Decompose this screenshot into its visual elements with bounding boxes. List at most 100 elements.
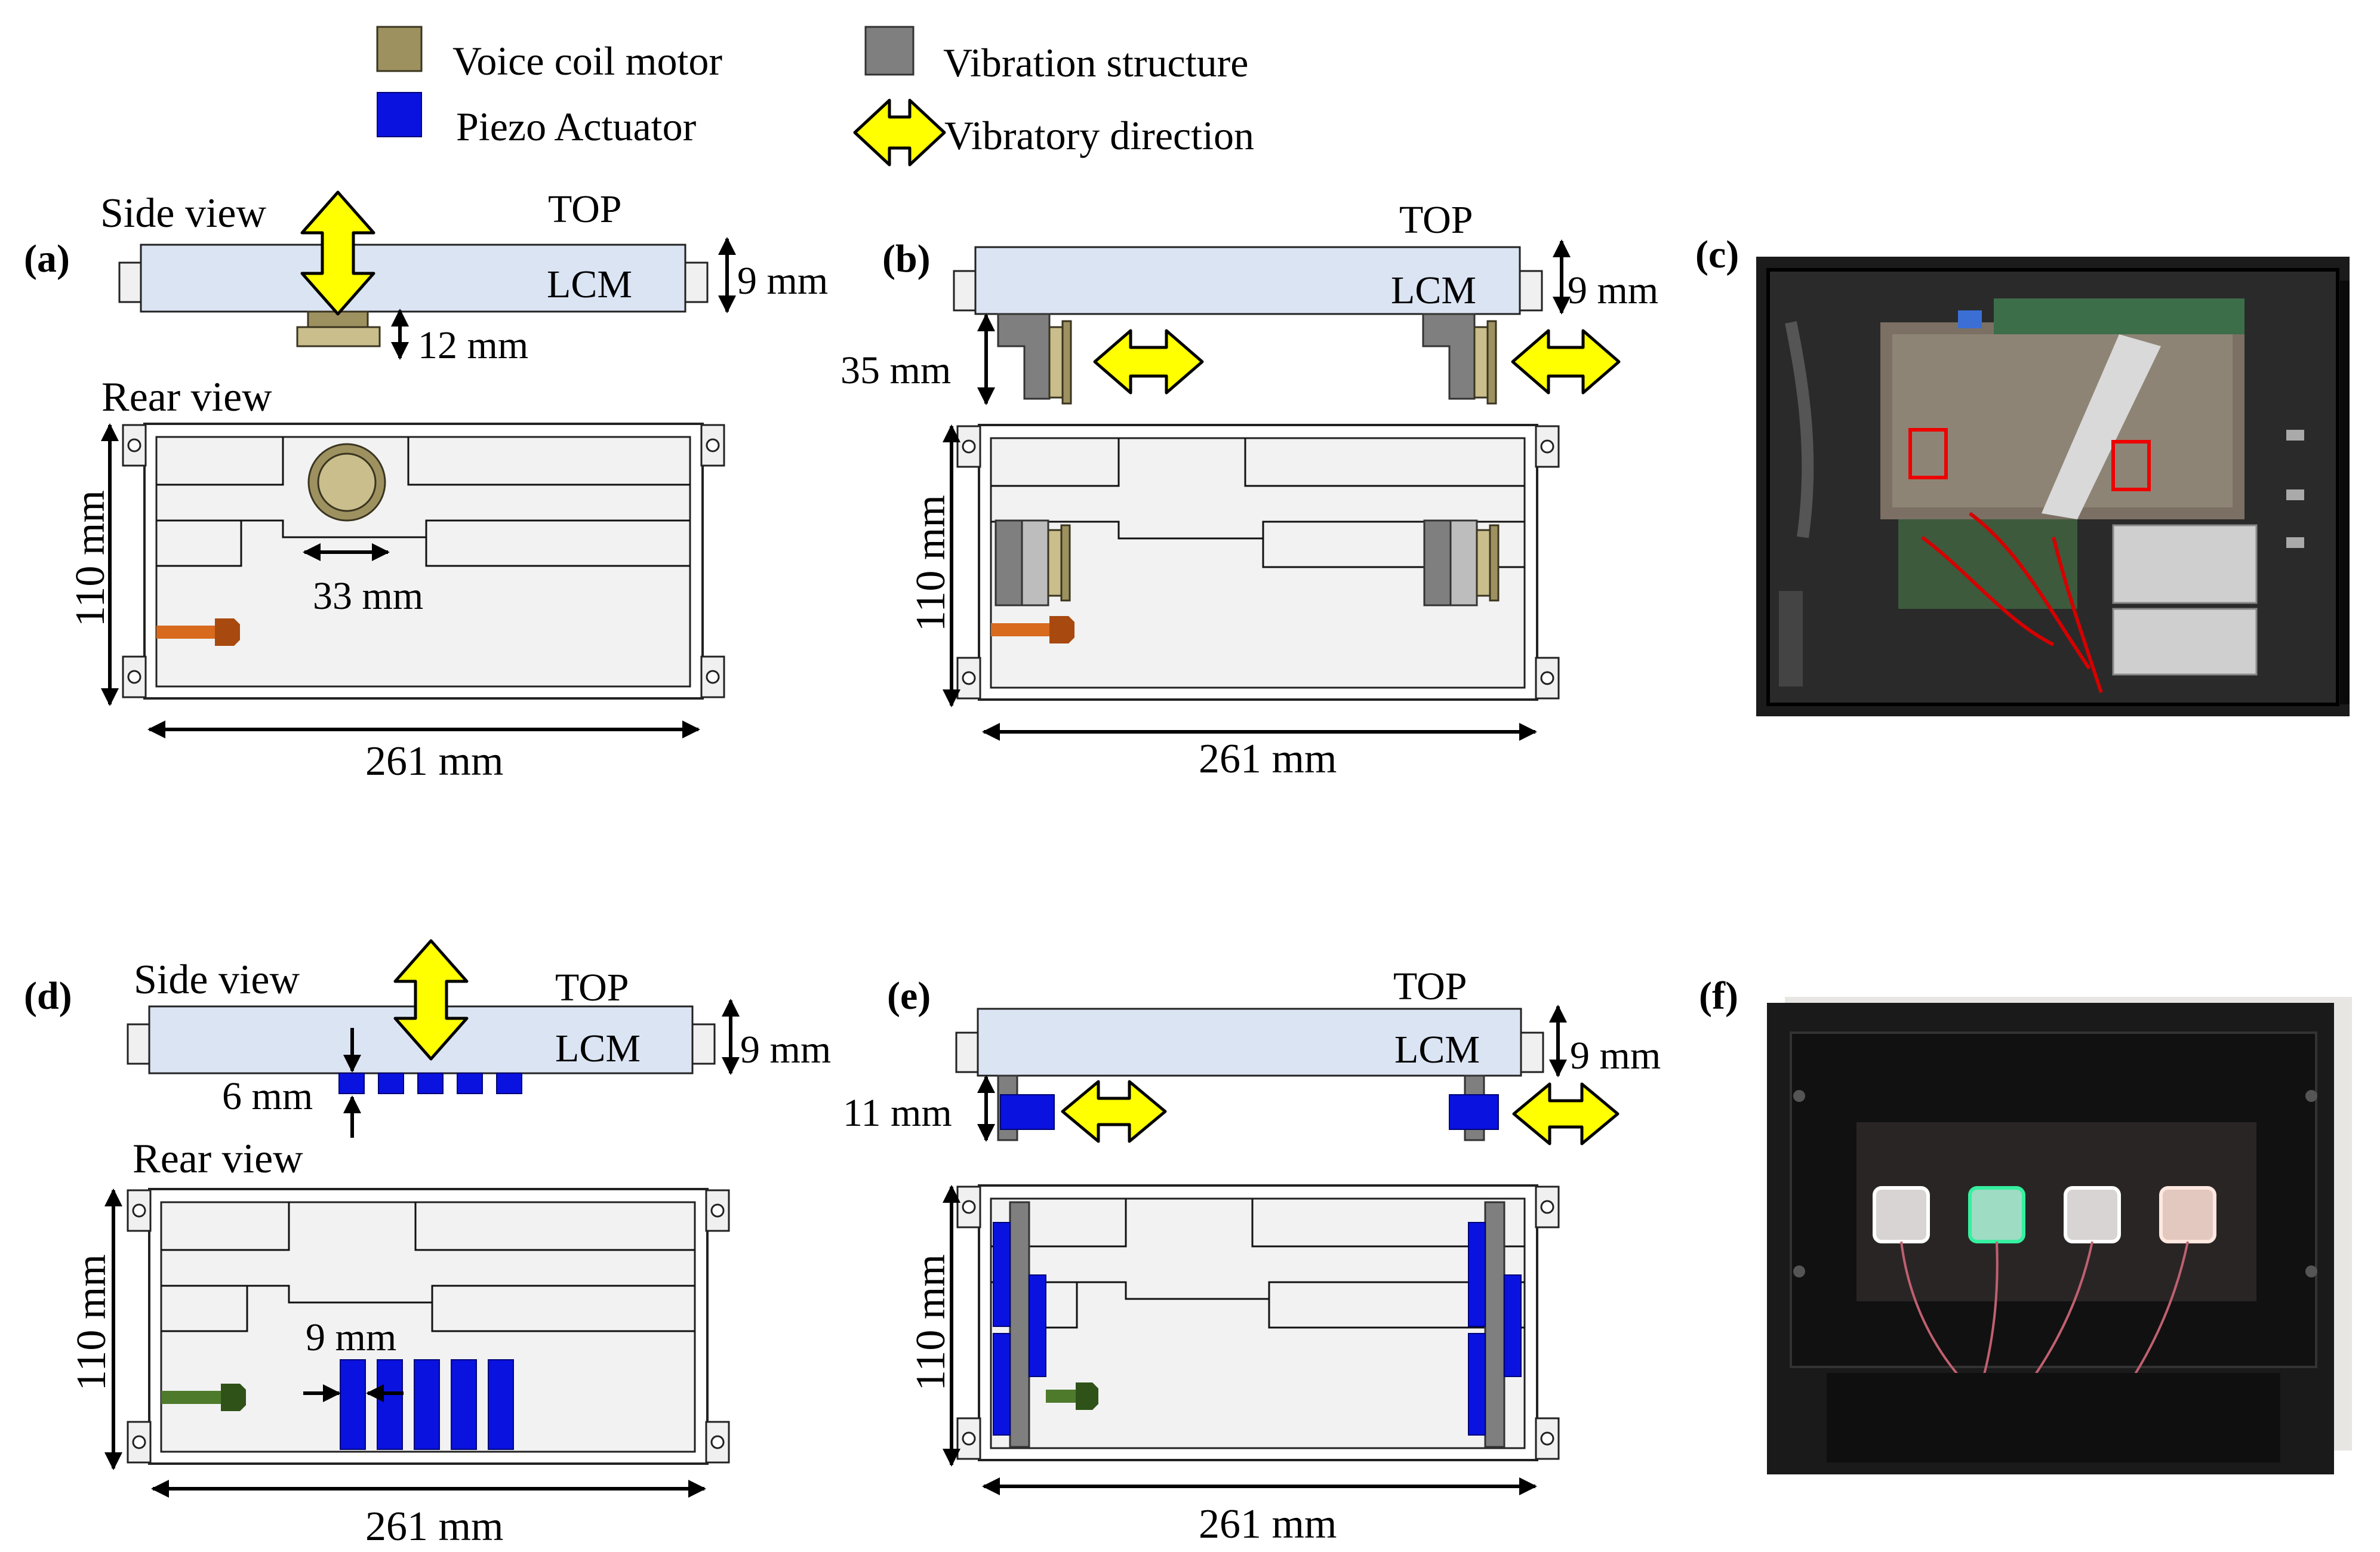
fpc-connector bbox=[1046, 1390, 1076, 1403]
rear-panel-inner bbox=[155, 436, 691, 688]
legend-swatch-piezo-actuator bbox=[377, 92, 422, 137]
panel-label-b: (b) bbox=[882, 237, 931, 281]
panel-c: (c) bbox=[1695, 233, 2350, 716]
panel-label-e: (e) bbox=[887, 974, 931, 1018]
lcm-label: LCM bbox=[547, 263, 632, 306]
dim-35mm-text: 35 mm bbox=[840, 349, 951, 392]
piezo-actuator-side-3 bbox=[417, 1073, 444, 1094]
piezo-actuator-rear-left-2 bbox=[993, 1333, 1011, 1436]
legend-label-piezo-actuator: Piezo Actuator bbox=[456, 104, 697, 149]
dim-9mm-text: 9 mm bbox=[740, 1028, 831, 1071]
dim-9mm-text: 9 mm bbox=[1570, 1034, 1661, 1077]
piezo-actuator-rear-right-2 bbox=[1468, 1222, 1486, 1327]
piezo-actuator-rear-5 bbox=[488, 1359, 514, 1450]
top-label: TOP bbox=[1393, 965, 1467, 1008]
legend-swatch-voice-coil-motor bbox=[376, 26, 423, 72]
legend: Voice coil motor Piezo Actuator Vibratio… bbox=[376, 26, 1254, 167]
mount-tab-tl bbox=[122, 424, 147, 467]
vibration-structure-rear-right bbox=[1423, 519, 1452, 606]
legend-label-voice-coil-motor: Voice coil motor bbox=[452, 38, 722, 84]
piezo-actuator-rear-right-1 bbox=[1504, 1274, 1522, 1377]
voice-coil-motor-rear-left bbox=[1060, 524, 1071, 602]
panel-label-c: (c) bbox=[1695, 233, 1739, 276]
fpc-connector-head bbox=[215, 618, 240, 646]
vibration-structure-rear-left bbox=[995, 519, 1023, 606]
dim-9mm-text: 9 mm bbox=[1568, 269, 1658, 312]
side-view-label: Side view bbox=[134, 957, 300, 1003]
lcm-side-bar bbox=[974, 246, 1521, 315]
voice-coil-motor-rear-right bbox=[1489, 524, 1500, 602]
piezo-actuator-rear-3 bbox=[414, 1359, 440, 1450]
piezo-actuator-rear-left-1 bbox=[993, 1222, 1011, 1327]
fpc-connector bbox=[991, 623, 1049, 636]
piezo-actuator-side-1 bbox=[338, 1073, 365, 1094]
vibration-structure-left bbox=[997, 313, 1051, 400]
top-label: TOP bbox=[1399, 198, 1473, 242]
piezo-actuator-side-4 bbox=[457, 1073, 483, 1094]
vibratory-direction-arrow-icon bbox=[1061, 1080, 1167, 1143]
vibratory-direction-arrow-icon bbox=[1511, 329, 1621, 395]
panel-d: (d) Side view TOP LCM 6 mm 9 mm Rear vie… bbox=[24, 939, 831, 1550]
piezo-actuator-rear-left-3 bbox=[1029, 1274, 1046, 1377]
dim-261mm-text: 261 mm bbox=[1199, 736, 1337, 782]
vibration-structure-rear-right bbox=[1484, 1201, 1505, 1448]
dim-110mm-text: 110 mm bbox=[69, 1254, 115, 1391]
voice-coil-motor-base bbox=[296, 326, 381, 347]
vibratory-direction-arrow-icon bbox=[1512, 1082, 1619, 1145]
dim-110mm-text: 110 mm bbox=[67, 490, 113, 627]
fpc-connector bbox=[161, 1391, 221, 1404]
piezo-actuator-rear-2 bbox=[377, 1359, 403, 1450]
lcm-label: LCM bbox=[1394, 1028, 1480, 1071]
photo-display-internals bbox=[1756, 257, 2350, 716]
piezo-actuator-right bbox=[1449, 1094, 1499, 1130]
lcm-left-tab bbox=[118, 261, 143, 303]
top-label: TOP bbox=[548, 187, 622, 231]
dim-6mm-text: 6 mm bbox=[222, 1074, 313, 1118]
dim-261mm-text: 261 mm bbox=[365, 1504, 503, 1550]
panel-b: (b) TOP LCM 9 mm 35 mm bbox=[840, 198, 1658, 782]
lcm-right-tab bbox=[683, 261, 709, 303]
panel-label-f: (f) bbox=[1699, 974, 1738, 1018]
rear-view-label: Rear view bbox=[133, 1136, 303, 1182]
fpc-connector bbox=[156, 626, 215, 639]
piezo-actuator-rear-1 bbox=[340, 1359, 366, 1450]
piezo-actuator-side-2 bbox=[378, 1073, 404, 1094]
photo-prototype-display bbox=[1767, 997, 2352, 1474]
dim-piezo-9mm-text: 9 mm bbox=[306, 1316, 396, 1359]
vibratory-direction-arrow-icon bbox=[1093, 329, 1204, 395]
vibration-structure-rear-left bbox=[1009, 1201, 1030, 1448]
dim-261mm-text: 261 mm bbox=[365, 738, 503, 784]
dim-12mm-text: 12 mm bbox=[418, 324, 528, 367]
vibratory-direction-arrow-icon bbox=[300, 190, 375, 316]
panel-label-a: (a) bbox=[24, 237, 70, 281]
dim-9mm-text: 9 mm bbox=[737, 259, 828, 303]
dim-11mm-text: 11 mm bbox=[843, 1091, 952, 1135]
side-view-label: Side view bbox=[100, 190, 266, 236]
piezo-actuator-rear-4 bbox=[451, 1359, 477, 1450]
piezo-actuator-left bbox=[1000, 1094, 1055, 1130]
piezo-actuator-side-5 bbox=[496, 1073, 522, 1094]
panel-e: (e) TOP LCM 9 mm 11 mm bbox=[843, 965, 1661, 1547]
dim-261mm-text: 261 mm bbox=[1199, 1501, 1337, 1547]
legend-label-vibration-structure: Vibration structure bbox=[943, 40, 1248, 85]
dim-110mm-text: 110 mm bbox=[908, 1254, 954, 1391]
panel-label-d: (d) bbox=[24, 974, 72, 1018]
lcm-label: LCM bbox=[1391, 269, 1476, 312]
dim-33mm-text: 33 mm bbox=[313, 574, 423, 618]
mount-tab-bl bbox=[122, 655, 147, 698]
top-label: TOP bbox=[555, 966, 629, 1009]
vibration-structure-right bbox=[1422, 313, 1476, 400]
legend-swatch-vibration-structure bbox=[864, 26, 915, 76]
panel-a: (a) Side view TOP LCM 9 mm 12 mm Rear vi… bbox=[24, 187, 828, 784]
lcm-side-bar bbox=[140, 244, 686, 313]
dim-110mm-text: 110 mm bbox=[908, 495, 954, 632]
legend-double-arrow-icon bbox=[853, 98, 946, 167]
lcm-side-bar bbox=[977, 1008, 1522, 1077]
lcm-label: LCM bbox=[555, 1027, 641, 1070]
rear-view-label: Rear view bbox=[101, 374, 272, 420]
legend-label-vibratory-direction: Vibratory direction bbox=[944, 113, 1254, 158]
piezo-actuator-rear-right-3 bbox=[1468, 1333, 1486, 1436]
rear-panel-inner bbox=[990, 1197, 1526, 1449]
vibratory-direction-arrow-icon bbox=[393, 939, 469, 1061]
